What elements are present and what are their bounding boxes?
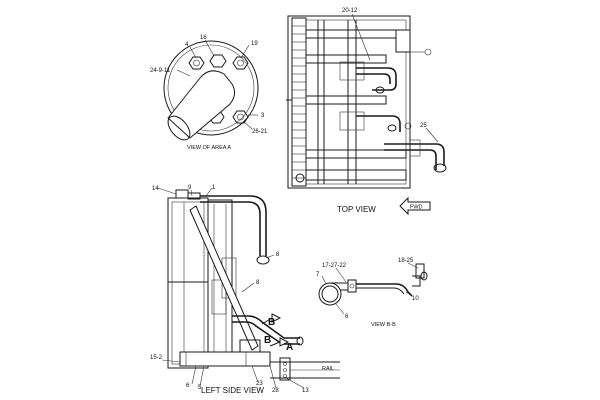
top-view: 20-12 25 TOP VIEW FWD <box>286 8 447 216</box>
callout-8-upper: 8 <box>276 252 280 258</box>
callout-6-b: 6 <box>345 314 349 320</box>
left-side-view: B B A RAIL 14 9 1 8 1 8 15-2 6 5 23 28 1… <box>150 185 340 395</box>
fwd-arrow <box>399 196 431 216</box>
callout-15-2: 15-2 <box>150 355 163 361</box>
tube-end <box>167 115 191 141</box>
callout-9: 9 <box>188 185 192 191</box>
view-of-area-a: 4 16 19 24-9-11 3 26-21 VIEW OF AREA A <box>150 35 268 151</box>
callout-25: 25 <box>420 123 427 129</box>
view-b-caption: VIEW B-B <box>371 322 396 328</box>
callout-10: 10 <box>412 296 419 302</box>
bolt-head-top-right <box>232 56 249 70</box>
callout-8: 8 <box>256 280 260 286</box>
callout-17-27-22: 17-27-22 <box>322 263 347 269</box>
elbow-tube <box>167 70 236 139</box>
view-a-caption: VIEW OF AREA A <box>187 145 231 151</box>
flange-inner-ring <box>167 44 255 132</box>
bolt-head-top <box>209 54 227 68</box>
callout-14: 14 <box>152 186 159 192</box>
view-b-b: 17-27-22 18-25 7 6 10 VIEW B-B <box>316 258 428 328</box>
callout-13: 13 <box>302 388 309 394</box>
callout-6: 6 <box>186 383 190 389</box>
rail-bracket <box>279 357 291 381</box>
callout-23: 23 <box>256 381 263 387</box>
bolt-head-top-left <box>188 56 205 70</box>
callout-18-25: 18-25 <box>398 258 414 264</box>
diagonal-strut <box>189 205 259 351</box>
top-view-caption: TOP VIEW <box>337 205 376 214</box>
top-view-frame <box>287 15 411 189</box>
callout-1-top: 1 <box>212 185 216 191</box>
callout-4: 4 <box>185 42 189 48</box>
callout-7: 7 <box>316 272 320 278</box>
callout-19: 19 <box>251 41 258 47</box>
callout-28: 28 <box>272 388 279 394</box>
callout-5: 5 <box>198 385 202 391</box>
bolt-head-bottom-right <box>232 110 249 124</box>
callout-24-9-11: 24-9-11 <box>150 68 171 74</box>
left-side-view-caption: LEFT SIDE VIEW <box>201 386 264 395</box>
rail-label: RAIL <box>322 366 334 372</box>
callout-20-12: 20-12 <box>342 8 358 14</box>
section-marker-b-top: B <box>268 317 275 328</box>
section-marker-b-bottom: B <box>264 335 271 346</box>
callout-16: 16 <box>200 35 207 41</box>
fwd-label: FWD <box>410 205 423 211</box>
flange-outline <box>163 40 259 136</box>
clamp-ring-inner <box>321 285 339 303</box>
radiator-core <box>291 17 307 187</box>
callout-26-21: 26-21 <box>252 129 268 135</box>
section-marker-a: A <box>286 342 293 353</box>
callout-3: 3 <box>261 113 265 119</box>
